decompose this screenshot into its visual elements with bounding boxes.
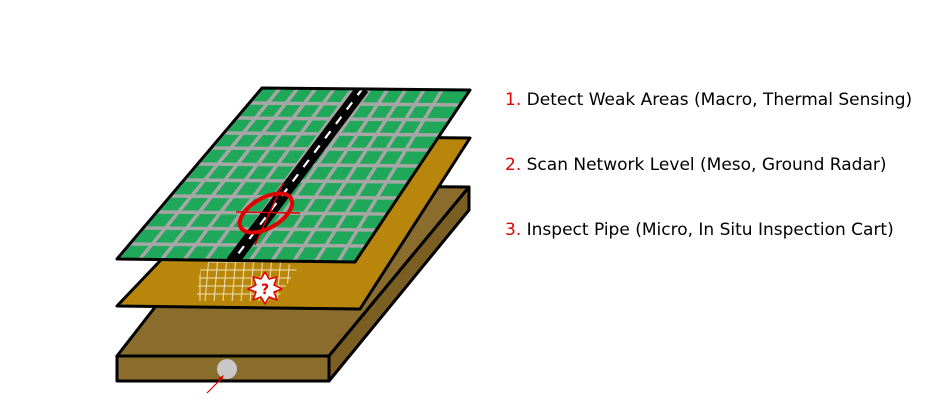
step-item-detect: 1. Detect Weak Areas (Macro, Thermal Sen… bbox=[505, 88, 912, 112]
step-text: Detect Weak Areas (Macro, Thermal Sensin… bbox=[526, 90, 913, 110]
unknown-burst-icon: ? bbox=[247, 271, 283, 305]
step-number: 3. bbox=[505, 220, 522, 240]
step-list: 1. Detect Weak Areas (Macro, Thermal Sen… bbox=[505, 88, 912, 283]
step-number: 2. bbox=[505, 155, 522, 175]
step-text: Inspect Pipe (Micro, In Situ Inspection … bbox=[526, 220, 894, 240]
pipe-cross-section-icon bbox=[217, 359, 237, 379]
weak-area-circle-icon bbox=[235, 182, 301, 246]
step-item-scan: 2. Scan Network Level (Meso, Ground Rada… bbox=[505, 153, 912, 177]
step-item-inspect: 3. Inspect Pipe (Micro, In Situ Inspecti… bbox=[505, 218, 912, 242]
step-text: Scan Network Level (Meso, Ground Radar) bbox=[526, 155, 887, 175]
unknown-burst-label: ? bbox=[261, 282, 269, 298]
pipe-arrow-icon bbox=[206, 375, 224, 394]
step-number: 1. bbox=[505, 90, 522, 110]
thermal-sensing-layer bbox=[115, 86, 472, 264]
